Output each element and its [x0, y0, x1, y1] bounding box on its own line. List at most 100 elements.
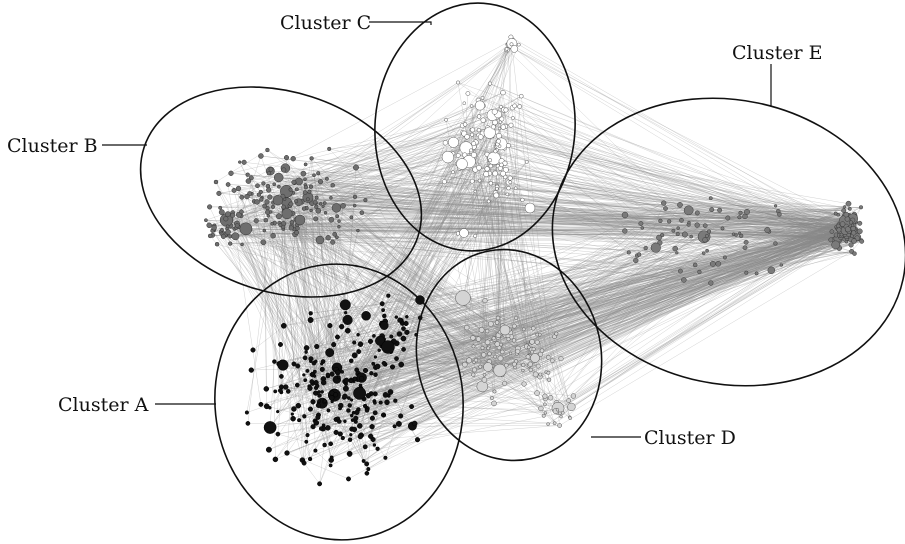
node-cluster-b	[323, 211, 328, 215]
node-cluster-b	[253, 218, 259, 224]
node-cluster-b	[314, 195, 319, 200]
node-cluster-d	[546, 370, 551, 375]
node-cluster-a	[336, 375, 341, 380]
node-cluster-d	[530, 349, 534, 354]
node-cluster-b	[204, 218, 208, 223]
node-cluster-e	[702, 223, 708, 229]
node-cluster-e	[677, 202, 683, 208]
node-cluster-a	[307, 406, 313, 412]
node-cluster-a	[337, 431, 343, 437]
node-cluster-a	[411, 420, 418, 427]
node-cluster-b	[239, 222, 253, 236]
node-cluster-a	[263, 386, 270, 392]
node-cluster-a	[307, 317, 314, 323]
node-cluster-a	[362, 367, 369, 374]
node-cluster-c	[510, 116, 515, 121]
node-cluster-a	[373, 355, 378, 359]
node-cluster-a	[404, 329, 410, 335]
node-cluster-b	[234, 223, 240, 228]
node-cluster-a	[250, 347, 256, 353]
node-cluster-c	[513, 186, 518, 190]
node-cluster-b	[265, 183, 271, 189]
node-cluster-d	[567, 402, 576, 412]
node-cluster-b	[303, 162, 308, 167]
node-cluster-a	[353, 419, 358, 424]
node-cluster-a	[394, 356, 399, 361]
node-cluster-a	[352, 340, 357, 345]
node-cluster-c	[441, 150, 455, 164]
node-cluster-a	[328, 441, 334, 447]
node-cluster-a	[310, 424, 316, 430]
node-cluster-a	[371, 361, 376, 366]
node-cluster-e	[626, 250, 631, 255]
node-cluster-a	[367, 338, 374, 344]
node-cluster-b	[359, 210, 365, 215]
node-cluster-b	[260, 239, 267, 246]
node-cluster-d	[528, 367, 533, 373]
node-cluster-e	[708, 280, 714, 286]
node-cluster-e	[844, 216, 850, 222]
node-cluster-c	[488, 181, 493, 186]
node-cluster-c	[520, 197, 525, 203]
node-cluster-d	[494, 341, 501, 347]
node-cluster-e	[705, 248, 709, 253]
node-cluster-e	[843, 211, 850, 218]
node-cluster-a	[325, 372, 330, 378]
node-cluster-e	[694, 210, 700, 216]
node-cluster-c	[524, 160, 529, 164]
node-cluster-c	[470, 127, 476, 133]
node-cluster-b	[206, 222, 212, 229]
node-cluster-c	[517, 104, 522, 109]
node-cluster-a	[329, 371, 335, 377]
node-cluster-a	[303, 345, 310, 351]
cluster-b-outline	[139, 86, 423, 298]
node-cluster-b	[315, 208, 322, 214]
node-cluster-c	[469, 104, 474, 108]
node-cluster-c	[516, 42, 521, 47]
node-cluster-c	[469, 132, 475, 137]
node-cluster-e	[709, 260, 716, 267]
node-cluster-a	[291, 361, 297, 367]
node-cluster-b	[335, 235, 339, 240]
node-cluster-a	[302, 355, 308, 361]
node-cluster-b	[332, 231, 338, 237]
node-cluster-a	[342, 385, 349, 392]
node-cluster-c	[487, 81, 493, 86]
node-cluster-d	[560, 410, 565, 415]
node-cluster-a	[265, 446, 272, 453]
node-cluster-a	[346, 476, 351, 482]
node-cluster-b	[302, 190, 308, 195]
node-cluster-e	[638, 221, 644, 226]
node-cluster-b	[213, 179, 219, 185]
node-cluster-b	[225, 182, 231, 187]
node-cluster-d	[462, 361, 468, 368]
node-cluster-b	[353, 164, 359, 171]
node-cluster-a	[374, 363, 381, 370]
node-cluster-d	[541, 413, 546, 418]
node-cluster-a	[294, 382, 300, 388]
node-cluster-a	[366, 467, 371, 472]
node-cluster-d	[559, 414, 563, 419]
node-cluster-c	[456, 80, 460, 85]
node-cluster-e	[859, 238, 865, 244]
node-cluster-a	[317, 393, 322, 398]
node-cluster-d	[491, 336, 496, 341]
node-cluster-d	[475, 336, 482, 342]
node-cluster-e	[839, 232, 844, 237]
node-cluster-b	[340, 203, 346, 209]
node-cluster-c	[471, 141, 477, 147]
node-cluster-d	[546, 422, 550, 426]
node-cluster-d	[495, 315, 501, 321]
node-cluster-b	[228, 170, 234, 176]
node-cluster-a	[334, 369, 341, 376]
node-cluster-c	[509, 42, 514, 47]
node-cluster-b	[225, 224, 230, 229]
node-cluster-b	[315, 235, 325, 245]
node-cluster-e	[737, 215, 742, 220]
node-cluster-a	[258, 401, 264, 407]
node-cluster-c	[483, 171, 490, 178]
node-cluster-a	[401, 326, 406, 331]
node-cluster-c	[477, 178, 482, 183]
node-cluster-d	[478, 327, 485, 333]
node-cluster-a	[378, 400, 383, 405]
